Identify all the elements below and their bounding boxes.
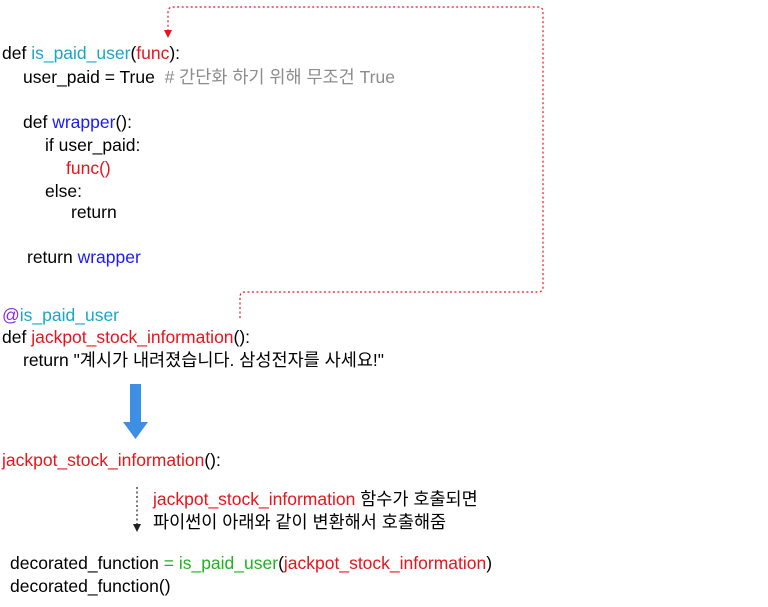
- open-paren: (: [130, 43, 137, 63]
- code-line-decorator-usage: @is_paid_user: [2, 304, 119, 326]
- assign-argument: jackpot_stock_information: [283, 553, 487, 573]
- code-line-user-paid: user_paid = True # 간단화 하기 위해 무조건 True: [23, 66, 395, 88]
- code-line-return: return: [71, 202, 117, 222]
- decorator-link-arrow: [164, 6, 544, 318]
- keyword-def: def: [2, 43, 27, 63]
- keyword-def-wrapper: def: [23, 112, 48, 132]
- call-parens: ():: [204, 450, 221, 470]
- wrapper-function-name: wrapper: [52, 112, 116, 132]
- call-function-name: jackpot_stock_information: [2, 450, 205, 470]
- code-line-def-target: def jackpot_stock_information():: [2, 326, 250, 348]
- call-line: jackpot_stock_information():: [2, 449, 221, 471]
- final-call-line: decorated_function(): [10, 576, 171, 596]
- note-line-1: jackpot_stock_information 함수가 호출되면: [153, 488, 478, 510]
- target-parens: ():: [233, 327, 251, 347]
- keyword-return: return: [27, 247, 73, 267]
- note-line1-suffix: 함수가 호출되면: [355, 489, 478, 509]
- decorator-function-name: is_paid_user: [31, 43, 131, 63]
- code-line-if: if user_paid:: [45, 135, 141, 155]
- close-colon: ):: [169, 43, 181, 63]
- decorator-usage-name: is_paid_user: [19, 305, 119, 325]
- code-line-return-wrapper: return wrapper: [27, 246, 141, 268]
- code-line-func-call: func(): [66, 158, 111, 178]
- user-paid-statement: user_paid = True: [23, 67, 155, 87]
- at-sign: @: [2, 305, 20, 325]
- assignment-line: decorated_function = is_paid_user(jackpo…: [10, 552, 492, 574]
- note-line-2: 파이썬이 아래와 같이 변환해서 호출해줌: [153, 512, 447, 532]
- code-line-def-wrapper: def wrapper():: [23, 111, 132, 133]
- decorator-param: func: [136, 43, 170, 63]
- assign-open-paren: (: [278, 553, 284, 573]
- returned-wrapper-name: wrapper: [77, 247, 141, 267]
- assign-decorator-name: is_paid_user: [178, 553, 279, 573]
- assign-equals: =: [158, 553, 179, 573]
- code-line-def-decorator: def is_paid_user(func):: [2, 42, 180, 64]
- assign-variable: decorated_function: [10, 553, 159, 573]
- wrapper-parens: ():: [115, 112, 132, 132]
- code-line-return-string: return "계시가 내려졌습니다. 삼성전자를 사세요!": [23, 350, 385, 370]
- code-line-else: else:: [45, 181, 82, 201]
- note-function-name: jackpot_stock_information: [153, 489, 356, 509]
- assign-close-paren: ): [486, 553, 493, 573]
- transform-down-arrow: [123, 384, 148, 439]
- target-function-name: jackpot_stock_information: [31, 327, 234, 347]
- code-comment: # 간단화 하기 위해 무조건 True: [164, 67, 395, 87]
- keyword-def-target: def: [2, 327, 27, 347]
